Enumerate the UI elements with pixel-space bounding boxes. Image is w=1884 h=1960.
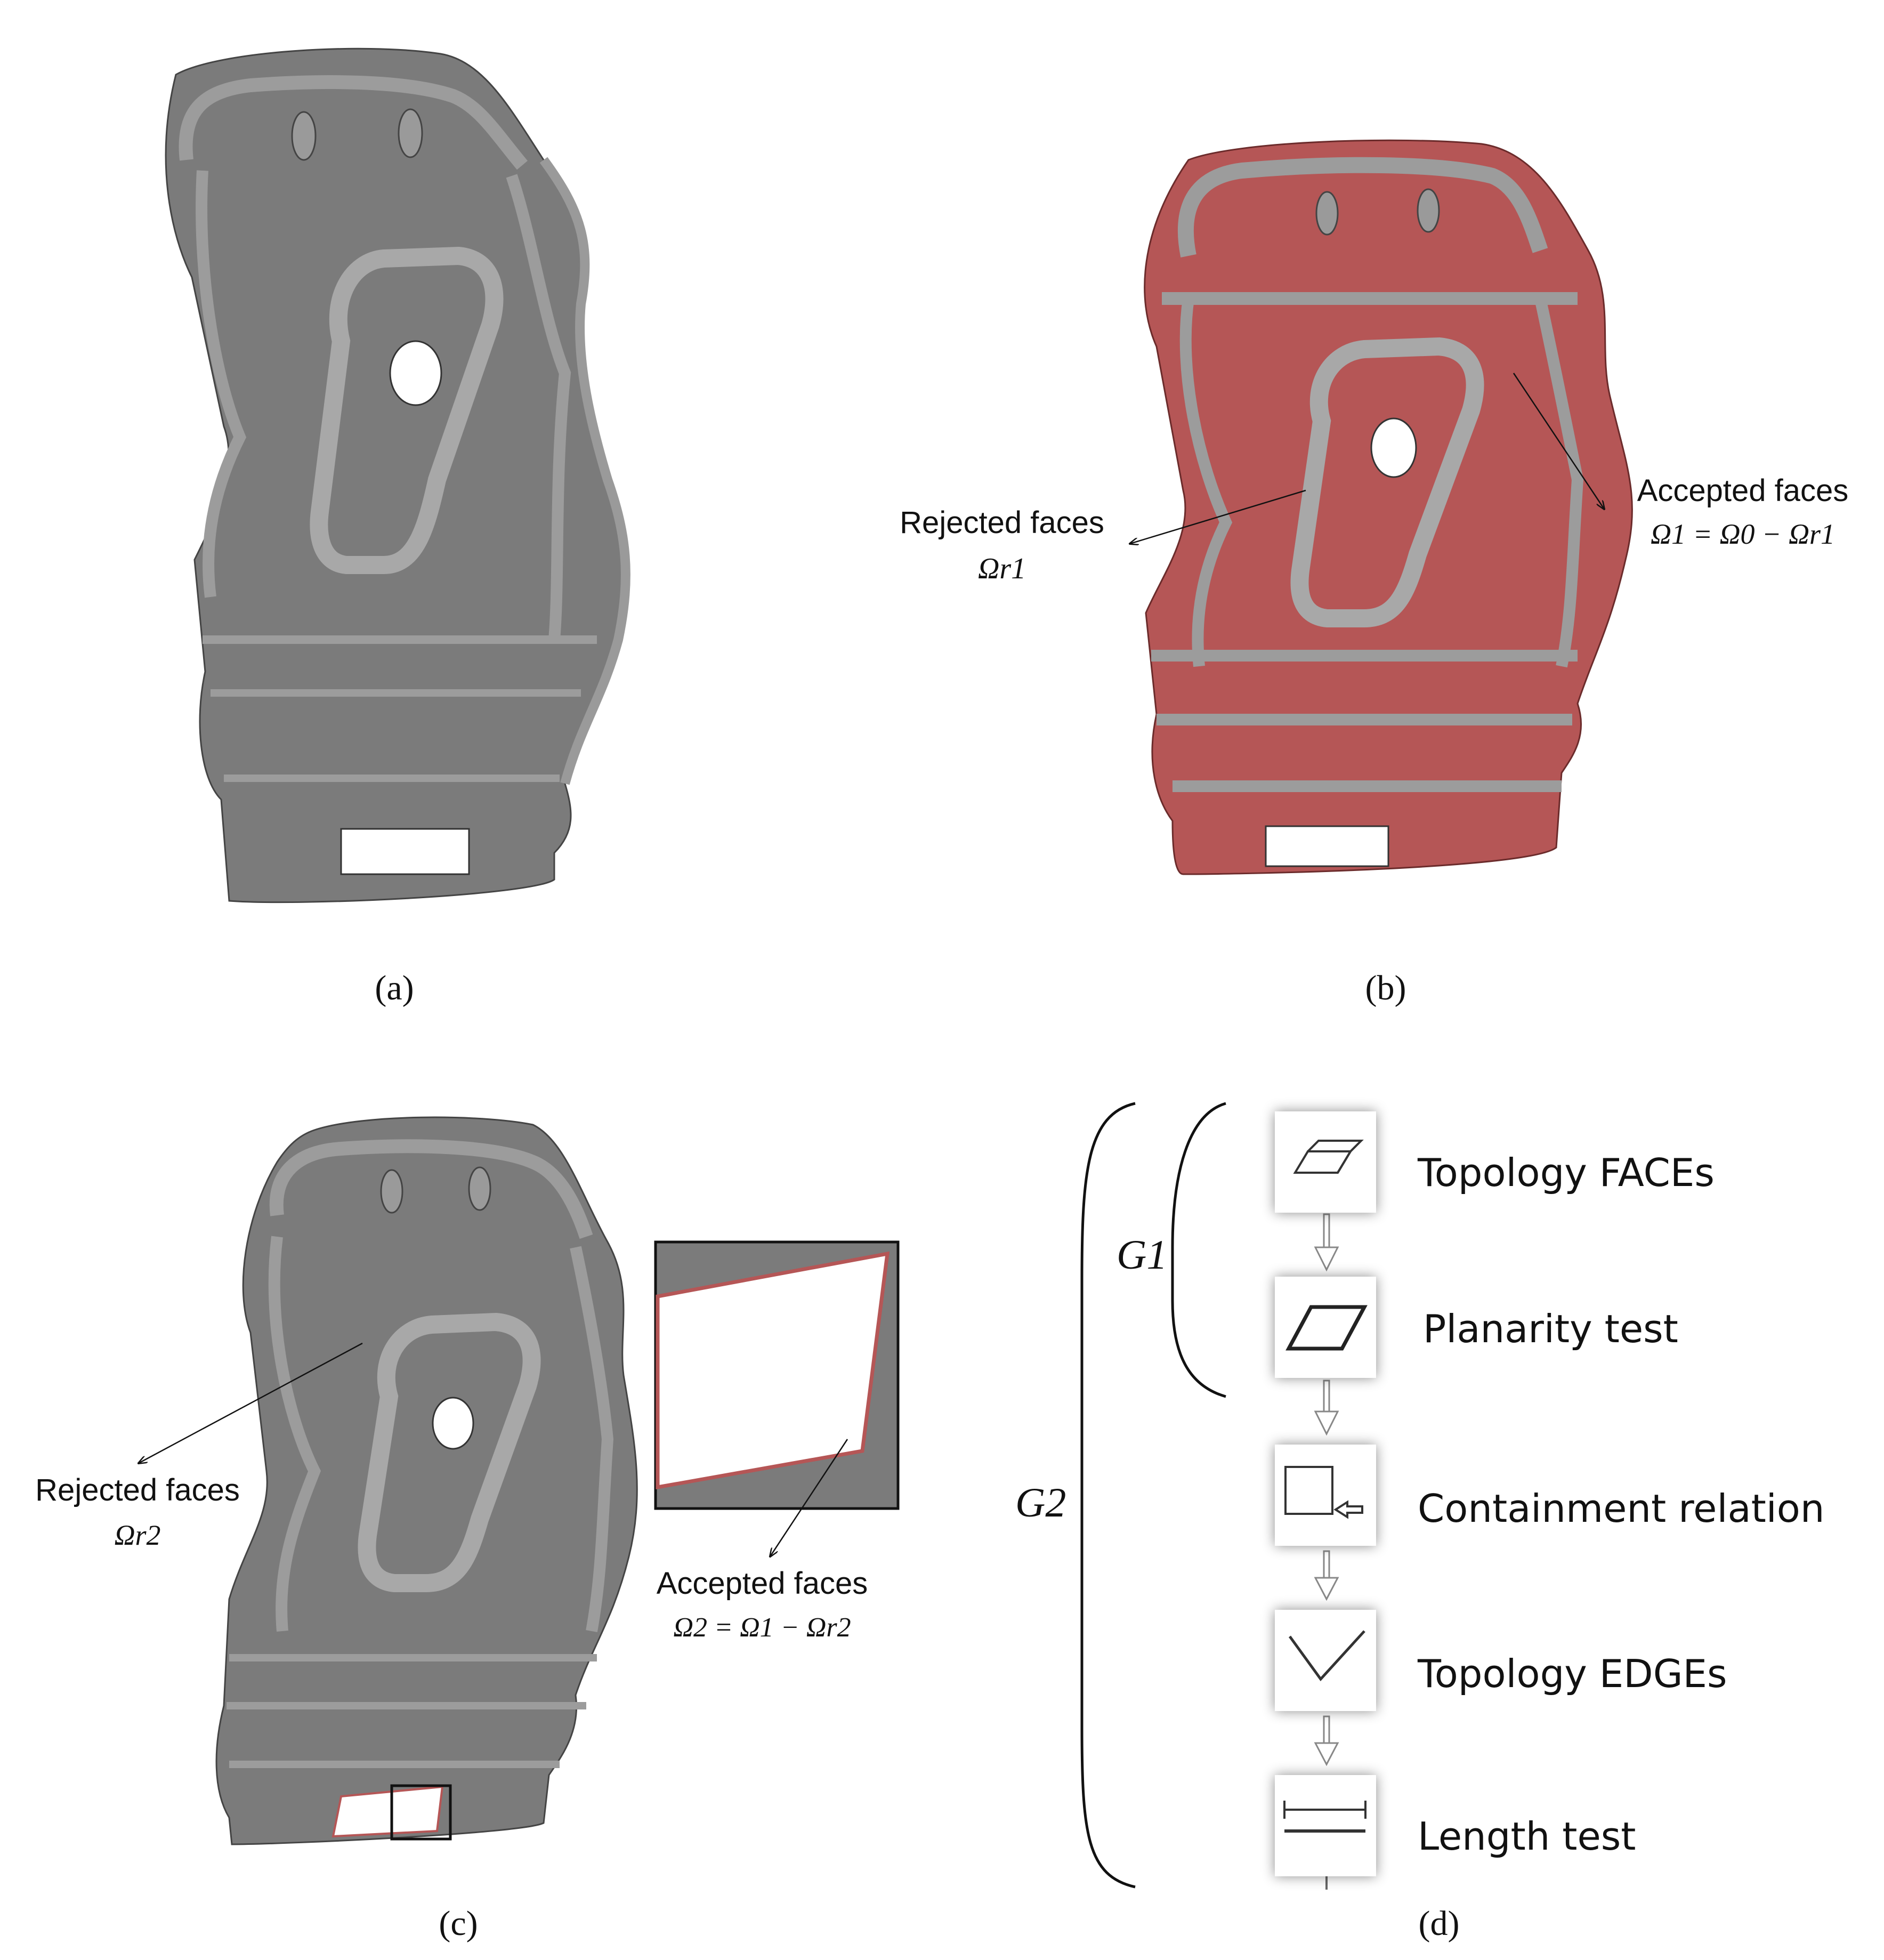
- rejected-symbol-c: Ωr2: [114, 1519, 160, 1551]
- step-label: Length test: [1418, 1814, 1636, 1859]
- top-rim-rib-c: [269, 1139, 593, 1239]
- rect-slot-c: [331, 1785, 444, 1838]
- accepted-formula-b: Ω1 = Ω0 − Ωr1: [1651, 518, 1835, 550]
- outer-brace-g2: [1080, 1102, 1136, 1889]
- step-label: Containment relation: [1418, 1486, 1825, 1531]
- diagonal-rib: [506, 174, 571, 640]
- accepted-arrow-b: [1513, 373, 1604, 509]
- step-icon-box: [1275, 1445, 1376, 1546]
- length-bracket-icon: [1283, 1801, 1366, 1833]
- step-icon-box: [1275, 1610, 1376, 1711]
- step-label: Topology FACEs: [1417, 1150, 1715, 1195]
- caption-b: (b): [1365, 969, 1406, 1007]
- accepted-label-b: Accepted faces: [1637, 473, 1849, 508]
- panel-d: G1 G2: [1015, 1102, 1825, 1943]
- tab-bump-right-b: [1417, 188, 1440, 233]
- gray-rib-left: [1179, 297, 1233, 667]
- part-model-gray-c: [215, 1116, 638, 1845]
- flow-step-planarity-test: Planarity test: [1275, 1277, 1678, 1378]
- rect-slot-b: [1265, 825, 1389, 867]
- step-label: Topology EDGEs: [1417, 1651, 1727, 1696]
- containment-square-arrow-icon: [1284, 1466, 1363, 1519]
- rejected-symbol-b: Ωr1: [978, 552, 1026, 585]
- center-loop-rib-c: [358, 1312, 541, 1592]
- right-rib-c: [570, 1246, 614, 1632]
- gray-rib-top: [1177, 157, 1548, 257]
- top-rim-rib: [179, 75, 528, 170]
- flow-step-length-test: Length test: [1275, 1775, 1636, 1876]
- accepted-arrow-c: [770, 1439, 848, 1556]
- center-loop-rib: [310, 246, 504, 574]
- zoom-inset-slot: [656, 1251, 890, 1490]
- accepted-label-c: Accepted faces: [657, 1566, 868, 1601]
- round-hole: [389, 340, 442, 406]
- left-rib: [196, 170, 247, 598]
- flow-step-topology-faces: Topology FACEs: [1275, 1111, 1715, 1213]
- flow-arrow-3: [1314, 1550, 1339, 1601]
- tab-bump-left-c: [380, 1169, 403, 1214]
- rejected-label-c: Rejected faces: [35, 1473, 240, 1507]
- rejected-arrow-b: [1130, 489, 1306, 544]
- caption-d: (d): [1419, 1904, 1460, 1943]
- rejected-arrow-c: [139, 1342, 363, 1463]
- caption-c: (c): [439, 1904, 478, 1943]
- left-rib-c: [268, 1236, 321, 1632]
- tab-bump-left: [291, 111, 317, 161]
- part-model-colored: [1144, 139, 1633, 875]
- edges-v-shape-icon: [1288, 1630, 1365, 1681]
- step-label: Planarity test: [1423, 1306, 1678, 1351]
- zoom-inset: [654, 1240, 900, 1510]
- panel-a: (a): [165, 47, 630, 1007]
- planarity-parallelogram-icon: [1285, 1305, 1368, 1351]
- zoom-box-marker: [390, 1784, 452, 1841]
- accepted-formula-c: Ω2 = Ω1 − Ωr2: [673, 1612, 851, 1643]
- rect-slot: [340, 828, 470, 875]
- tab-bump-left-b: [1315, 191, 1339, 236]
- flow-arrow-1: [1314, 1213, 1339, 1272]
- part-model-gray: [165, 47, 630, 904]
- tab-bump-right: [398, 108, 423, 158]
- flow-step-containment-relation: Containment relation: [1275, 1445, 1825, 1546]
- round-hole-b: [1370, 417, 1417, 478]
- flow-step-topology-edges: Topology EDGEs: [1275, 1610, 1727, 1711]
- step-icon-box: [1275, 1111, 1376, 1213]
- flow-arrow-2: [1314, 1380, 1339, 1436]
- panel-b: Rejected faces Ωr1 Accepted faces Ω1 = Ω…: [900, 139, 1849, 1007]
- flow-arrows: [1314, 1213, 1339, 1890]
- caption-a: (a): [375, 969, 414, 1007]
- step-icon-box: [1275, 1775, 1376, 1876]
- inner-brace-g1: [1171, 1102, 1226, 1398]
- center-loop-rib-b: [1290, 337, 1484, 627]
- round-hole-c: [432, 1397, 474, 1450]
- rejected-label-b: Rejected faces: [900, 505, 1104, 540]
- face-parallelogram-icon: [1293, 1140, 1364, 1174]
- step-icon-box: [1275, 1277, 1376, 1378]
- group-label-g2: G2: [1015, 1479, 1066, 1526]
- panel-c: Rejected faces Ωr2 Accepted faces Ω2 = Ω…: [35, 1116, 900, 1943]
- group-label-g1: G1: [1117, 1231, 1167, 1278]
- rear-flange-edge: [539, 157, 630, 785]
- flow-arrow-4: [1314, 1715, 1339, 1767]
- gray-rib-right: [1534, 297, 1584, 668]
- tab-bump-right-c: [468, 1166, 491, 1211]
